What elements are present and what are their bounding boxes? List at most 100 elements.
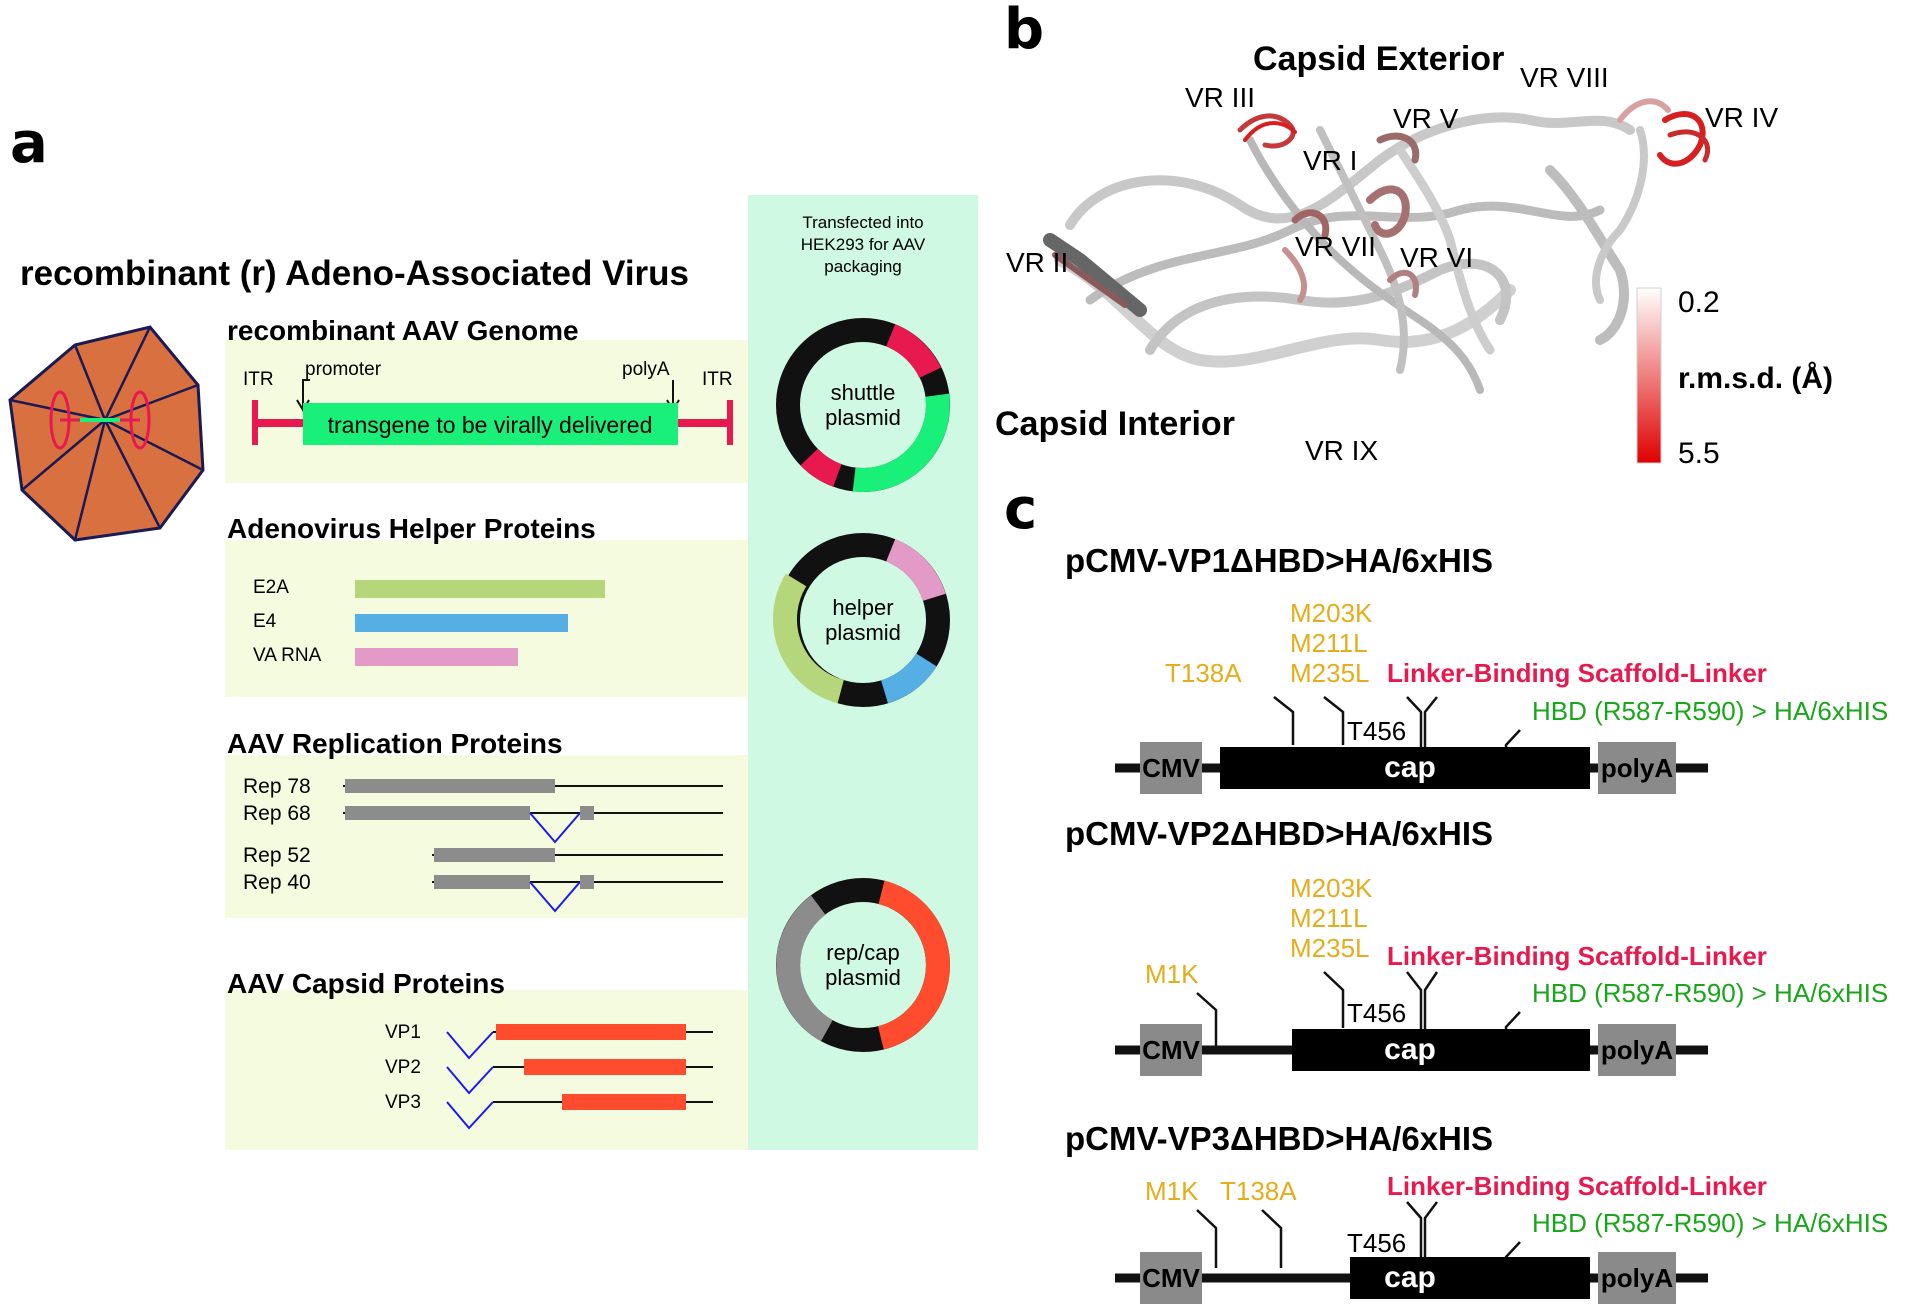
promoter-label: promoter — [305, 359, 382, 380]
mutation-label: M1K — [1145, 959, 1199, 989]
mutation-label: T138A — [1165, 658, 1242, 688]
mutation-stack-label: M235L — [1290, 933, 1370, 963]
genome-heading: recombinant AAV Genome — [227, 315, 579, 346]
vr-label-7: VR VII — [1295, 231, 1376, 262]
vp-label-1: VP2 — [385, 1057, 421, 1078]
rep68-track — [343, 806, 723, 844]
polya-box — [1598, 1024, 1676, 1076]
vp-label-0: VP1 — [385, 1022, 421, 1043]
t456-label: T456 — [1347, 998, 1406, 1028]
capsid-interior-label: Capsid Interior — [995, 405, 1235, 443]
vr-label-1: VR I — [1303, 145, 1357, 176]
t456-label: T456 — [1347, 1228, 1406, 1258]
helper-heading: Adenovirus Helper Proteins — [227, 513, 596, 544]
vp1-track — [446, 1024, 713, 1060]
capsid-heading: AAV Capsid Proteins — [227, 968, 505, 999]
vp-label-2: VP3 — [385, 1092, 421, 1113]
cmv-label: CMV — [1142, 753, 1200, 783]
construct-vp3: pCMV-VP3ΔHBD>HA/6xHIS M1K T138A Linker-B… — [1065, 1120, 1888, 1304]
vr-label-8: VR VIII — [1520, 62, 1609, 93]
rep52-track — [432, 848, 723, 862]
construct-title: pCMV-VP1ΔHBD>HA/6xHIS — [1065, 542, 1493, 579]
mutation-stack-label: M203K — [1290, 873, 1373, 903]
polya-label: polyA — [1601, 1035, 1673, 1065]
rep-label-3: Rep 40 — [243, 871, 311, 894]
construct-title: pCMV-VP3ΔHBD>HA/6xHIS — [1065, 1120, 1493, 1157]
transgene-label: transgene to be virally delivered — [328, 412, 653, 438]
shuttle-plasmid: shuttle plasmid — [776, 318, 950, 492]
linker-label: Linker-Binding Scaffold-Linker — [1387, 658, 1767, 688]
aav-capsid-icon — [8, 325, 205, 542]
cmv-box — [1140, 1252, 1202, 1304]
capsid-ribbon-structure — [1043, 98, 1710, 394]
itr-right — [678, 400, 733, 445]
construct-title: pCMV-VP2ΔHBD>HA/6xHIS — [1065, 815, 1493, 852]
cmv-box — [1140, 742, 1202, 794]
cmv-label: CMV — [1142, 1035, 1200, 1065]
rmsd-title: r.m.s.d. (Å) — [1678, 362, 1833, 395]
transfection-note-line2: HEK293 for AAV — [801, 235, 926, 254]
cap-label: cap — [1384, 1261, 1436, 1294]
itr-right-label: ITR — [702, 369, 733, 390]
replication-heading: AAV Replication Proteins — [227, 728, 563, 759]
transfection-note-line1: Transfected into — [802, 213, 923, 232]
shuttle-plasmid-label-1: shuttle — [831, 380, 896, 405]
vr-label-3: VR III — [1185, 82, 1255, 113]
helper-plasmid: helper plasmid — [772, 533, 950, 707]
helper-plasmid-label-2: plasmid — [825, 620, 901, 645]
helper-gene-label-1: E4 — [253, 611, 277, 632]
rep78-track — [343, 779, 723, 793]
cap-bar — [1350, 1257, 1590, 1299]
capsid-exterior-label: Capsid Exterior — [1253, 40, 1504, 78]
cap-bar — [1220, 747, 1590, 789]
vr-label-2: VR II — [1006, 247, 1068, 278]
panel-a-title: recombinant (r) Adeno-Associated Virus — [20, 254, 689, 293]
mutation-stack-label: M235L — [1290, 658, 1370, 688]
hbd-label: HBD (R587-R590) > HA/6xHIS — [1532, 978, 1888, 1008]
vr-label-9: VR IX — [1305, 435, 1378, 466]
hbd-label: HBD (R587-R590) > HA/6xHIS — [1532, 1208, 1888, 1238]
helper-gene-bar-2 — [355, 648, 518, 666]
itr-left-label: ITR — [243, 369, 274, 390]
shuttle-plasmid-label-2: plasmid — [825, 405, 901, 430]
cmv-box — [1140, 1024, 1202, 1076]
rep-label-0: Rep 78 — [243, 775, 311, 798]
helper-gene-bar-0 — [355, 580, 605, 598]
rep-cap-plasmid: rep/cap plasmid — [776, 878, 950, 1052]
cap-label: cap — [1384, 751, 1436, 784]
helper-gene-label-2: VA RNA — [253, 645, 322, 666]
helper-plasmid-label-1: helper — [832, 595, 893, 620]
rmsd-min-label: 5.5 — [1678, 437, 1720, 470]
transfection-note-line3: packaging — [824, 257, 902, 276]
rep-label-1: Rep 68 — [243, 802, 311, 825]
rep40-track — [432, 875, 723, 913]
helper-gene-bars — [355, 580, 605, 666]
rmsd-max-label: 0.2 — [1678, 286, 1720, 319]
hbd-label: HBD (R587-R590) > HA/6xHIS — [1532, 696, 1888, 726]
polya-box — [1598, 1252, 1676, 1304]
construct-vp2: pCMV-VP2ΔHBD>HA/6xHIS M203K M211L M235L … — [1065, 815, 1888, 1076]
rep-cap-plasmid-label-1: rep/cap — [826, 940, 899, 965]
helper-gene-label-0: E2A — [253, 577, 289, 598]
mutation-label: M1K — [1145, 1176, 1199, 1206]
linker-label: Linker-Binding Scaffold-Linker — [1387, 941, 1767, 971]
polya-label: polyA — [1601, 753, 1673, 783]
mutation-stack-label: M211L — [1290, 903, 1368, 933]
mutation-label: T138A — [1220, 1176, 1297, 1206]
vr-label-6: VR VI — [1400, 242, 1473, 273]
rep-label-2: Rep 52 — [243, 844, 311, 867]
cap-label: cap — [1384, 1033, 1436, 1066]
mutation-stack-label: M211L — [1290, 628, 1368, 658]
panel-label-c: c — [1004, 477, 1037, 542]
mutation-stack-label: M203K — [1290, 598, 1373, 628]
rep-cap-plasmid-label-2: plasmid — [825, 965, 901, 990]
polya-label: polyA — [622, 359, 670, 380]
cmv-label: CMV — [1142, 1263, 1200, 1293]
rmsd-color-scale: 0.2 r.m.s.d. (Å) 5.5 — [1636, 286, 1833, 470]
t456-label: T456 — [1347, 716, 1406, 746]
helper-gene-bar-1 — [355, 614, 568, 632]
vp3-track — [446, 1094, 713, 1130]
cap-bar — [1292, 1029, 1590, 1071]
vr-label-4: VR IV — [1705, 102, 1778, 133]
